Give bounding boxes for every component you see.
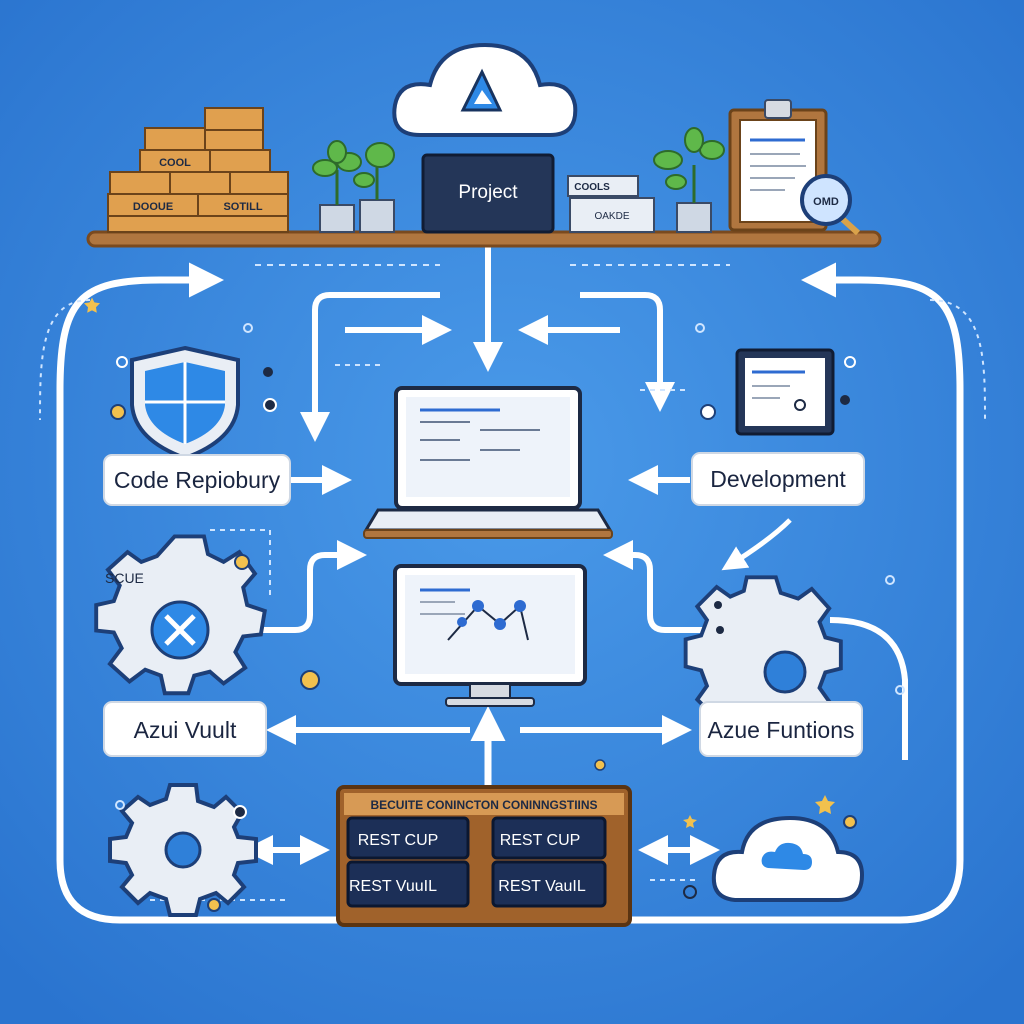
plant-icon [353, 142, 395, 233]
project-label: Project [458, 182, 518, 203]
decoration-icons [84, 297, 905, 912]
dotted-guide-right [929, 299, 986, 421]
azure-vault-node[interactable]: Azui Vuult [103, 701, 267, 757]
secure-tag: SCUE [105, 570, 144, 586]
gear-icon [94, 534, 267, 696]
secrets-panel-header: BECUITE CONINCTON CONINNGSTIINS [370, 798, 597, 812]
code-repository-label: Code Repiobury [114, 467, 281, 493]
gear-right-to-monitor-arrow [603, 540, 745, 633]
secrets-panel: BECUITE CONINCTON CONINNGSTIINS REST CUP… [336, 785, 632, 927]
gear-left-to-monitor-arrow [245, 540, 367, 633]
azure-functions-node[interactable]: Azue Funtions [699, 701, 863, 757]
development-node[interactable]: Development [691, 452, 865, 506]
project-screen: Project [421, 153, 555, 234]
azure-logo-icon [460, 68, 503, 112]
plant-icon [312, 140, 362, 233]
dashed-hint-secure [210, 529, 271, 600]
dev-down-arrow [721, 518, 792, 571]
brick-wall-icon: COOL DOOUE SOTILL [107, 107, 289, 233]
secret-label: REST CUP [358, 832, 439, 849]
magnifier-icon: OMD [800, 174, 861, 236]
monitor-icon [393, 564, 587, 707]
storage-box: COOLS OAKDE [567, 175, 655, 233]
secret-button-right-2[interactable]: REST VauIL [491, 860, 607, 908]
functions-side-line [829, 617, 908, 760]
brick-label-cool: COOL [159, 157, 191, 169]
cloud-icon [711, 815, 865, 902]
secret-label: REST CUP [500, 832, 581, 849]
laptop-icon [363, 386, 613, 539]
box-label-cools: COOLS [574, 182, 610, 193]
azure-vault-label: Azui Vuult [134, 717, 237, 743]
plant-icon [653, 127, 725, 233]
magnifier-badge: OMD [813, 196, 839, 208]
azure-functions-label: Azue Funtions [707, 717, 854, 743]
code-repository-node[interactable]: Code Repiobury [103, 454, 291, 506]
gear-icon [108, 783, 258, 917]
development-label: Development [710, 466, 846, 492]
brick-label-sotill: SOTILL [223, 201, 262, 213]
inner-loop-left-arrow [300, 292, 440, 442]
secret-label: REST VuuIL [349, 878, 437, 895]
secret-button-right-1[interactable]: REST CUP [491, 816, 607, 860]
secret-label: REST VauIL [498, 878, 586, 895]
secret-button-left-2[interactable]: REST VuuIL [346, 860, 470, 908]
code-window-icon [735, 348, 835, 436]
shelf [86, 230, 882, 248]
inner-loop-right-arrow [580, 292, 675, 412]
brick-label-dooue: DOOUE [133, 201, 173, 213]
secret-button-left-1[interactable]: REST CUP [346, 816, 470, 860]
box-label-oakde: OAKDE [594, 211, 629, 222]
